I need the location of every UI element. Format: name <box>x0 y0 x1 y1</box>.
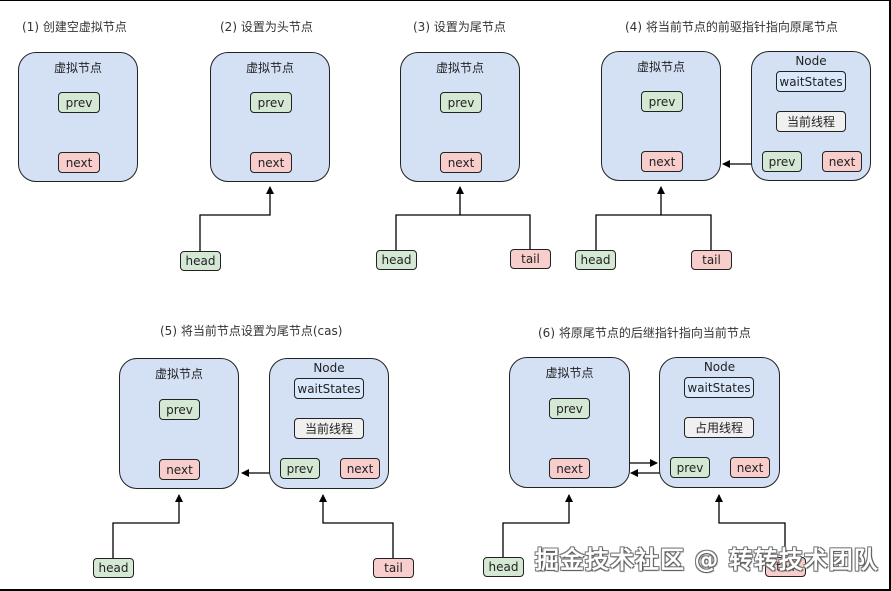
virtual-node-step-6: 虚拟节点 prev next <box>509 357 630 488</box>
prev-field: prev <box>250 92 292 113</box>
next-field: next <box>822 151 862 172</box>
caption-step-1: (1) 创建空虚拟节点 <box>22 20 127 34</box>
virtual-node-title: 虚拟节点 <box>435 61 484 75</box>
wait-states-field: waitStates <box>776 71 846 92</box>
virtual-node-step-2: 虚拟节点 prev next <box>210 52 330 182</box>
next-field: next <box>730 457 770 478</box>
head-pointer: head <box>180 251 221 271</box>
prev-field: prev <box>440 92 482 113</box>
tail-pointer-arrow-4 <box>657 186 712 251</box>
head-pointer: head <box>376 250 417 270</box>
virtual-node-step-5: 虚拟节点 prev next <box>119 358 239 489</box>
virtual-node-title: 虚拟节点 <box>636 60 685 74</box>
head-pointer-arrow-6 <box>502 494 573 559</box>
tail-pointer: tail <box>373 558 414 578</box>
tail-pointer-arrow-3 <box>456 186 531 251</box>
tail-pointer-arrow-6 <box>715 494 786 559</box>
virtual-node-step-1: 虚拟节点 prev next <box>18 52 138 182</box>
current-node-step-6: Node waitStates 占用线程 prev next <box>659 357 780 488</box>
virtual-node-step-3: 虚拟节点 prev next <box>400 52 520 182</box>
frame-border-bottom <box>0 589 891 591</box>
frame-border-right <box>889 0 891 591</box>
thread-field: 当前线程 <box>776 111 846 132</box>
next-field: next <box>250 152 292 173</box>
watermark: 掘金技术社区 @ 转转技术团队 <box>535 546 879 574</box>
next-field: next <box>549 458 590 479</box>
next-field: next <box>440 152 482 173</box>
next-field: next <box>159 459 200 480</box>
head-pointer: head <box>483 557 524 577</box>
wait-states-field: waitStates <box>684 377 754 398</box>
caption-step-4: (4) 将当前节点的前驱指针指向原尾节点 <box>625 20 838 34</box>
tail-pointer: tail <box>691 250 732 270</box>
caption-step-6: (6) 将原尾节点的后继指针指向当前节点 <box>538 326 751 340</box>
head-pointer-arrow-2 <box>199 186 274 251</box>
virtual-node-step-4: 虚拟节点 prev next <box>601 51 721 181</box>
wait-states-field: waitStates <box>294 378 364 399</box>
prev-field: prev <box>641 91 683 112</box>
caption-step-3: (3) 设置为尾节点 <box>413 20 506 34</box>
head-pointer-arrow-5 <box>112 494 183 559</box>
virtual-node-title: 虚拟节点 <box>545 366 594 380</box>
next-field: next <box>340 458 380 479</box>
prev-field: prev <box>549 398 590 419</box>
head-pointer: head <box>93 558 134 578</box>
prev-field: prev <box>58 92 100 113</box>
thread-field: 当前线程 <box>294 418 364 439</box>
current-node-step-4: Node waitStates 当前线程 prev next <box>751 51 871 181</box>
virtual-node-title: 虚拟节点 <box>53 61 102 75</box>
head-pointer-arrow-4 <box>595 214 661 251</box>
next-field: next <box>641 151 683 172</box>
prev-field: prev <box>670 457 710 478</box>
head-pointer-arrow-3 <box>395 214 460 251</box>
tail-pointer: tail <box>510 249 551 269</box>
frame-border-top <box>0 0 891 1</box>
node-title: Node <box>795 54 827 68</box>
prev-field: prev <box>280 458 320 479</box>
tail-pointer: tail <box>765 557 806 577</box>
thread-field: 占用线程 <box>684 417 754 438</box>
virtual-node-title: 虚拟节点 <box>154 367 203 381</box>
current-node-step-5: Node waitStates 当前线程 prev next <box>269 358 389 489</box>
prev-field: prev <box>159 399 200 420</box>
caption-step-5: (5) 将当前节点设置为尾节点(cas) <box>160 324 343 338</box>
virtual-node-title: 虚拟节点 <box>245 61 294 75</box>
node-title: Node <box>313 361 345 375</box>
prev-field: prev <box>762 151 802 172</box>
next-field: next <box>58 152 100 173</box>
caption-step-2: (2) 设置为头节点 <box>220 20 313 34</box>
node-title: Node <box>703 360 736 374</box>
tail-pointer-arrow-5 <box>319 494 394 559</box>
head-pointer: head <box>575 250 616 270</box>
